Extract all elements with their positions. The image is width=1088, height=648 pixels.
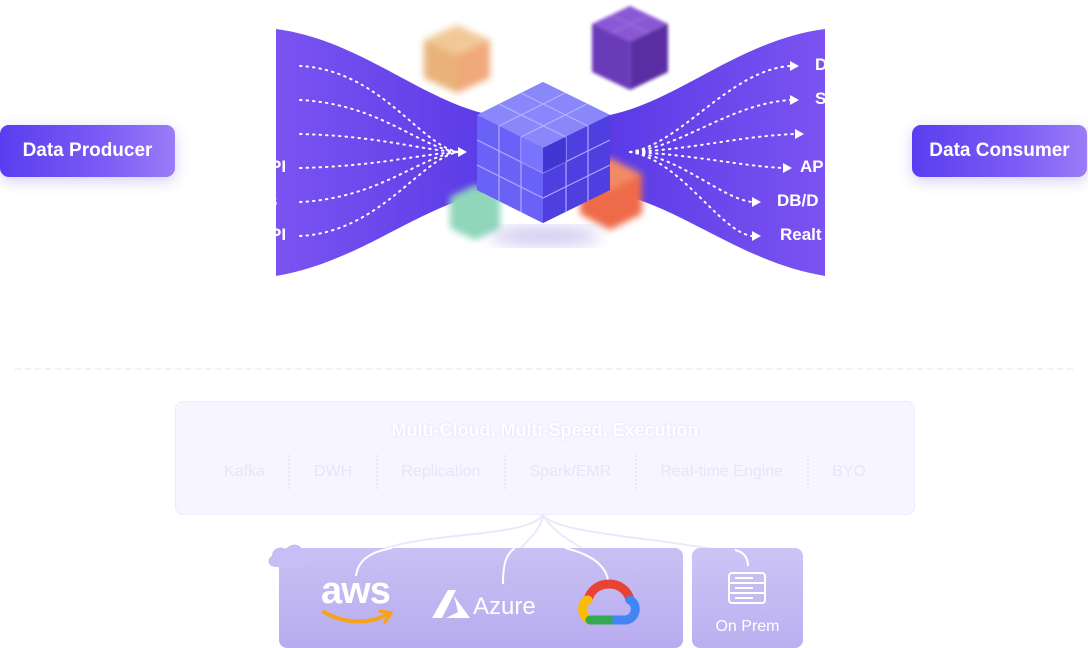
engine-separator [806,455,809,489]
left-input-label: PI [270,157,285,176]
engine-item[interactable]: DWH [313,463,353,480]
engine-item[interactable]: Real-time Engine [660,463,784,480]
aws-logo-text: aws [321,570,391,612]
right-output-clip-4: AP [799,157,826,181]
engine-list: Kafka DWH Replication Spark/EMR Real-tim… [206,454,884,490]
aws-smile-icon [322,609,393,624]
data-producer-button[interactable]: Data Producer [0,125,175,177]
funnel-right-wing [610,29,825,276]
left-input-label: PI [270,225,285,244]
section-divider [15,368,1073,370]
right-output-clip-1: D [812,55,826,79]
engine-separator [375,455,378,489]
on-prem-label: On Prem [715,618,780,635]
google-cloud-icon [578,579,640,625]
cube-orange-blurred [424,25,490,93]
data-flow-funnel [276,6,825,276]
right-output-label: Realt [780,225,822,244]
engine-item[interactable]: Replication [401,463,481,480]
infra-connector-ends [355,547,749,585]
engine-item[interactable]: Kafka [224,463,265,480]
right-output-clip-6: Realt [779,225,826,249]
left-input-label: s [268,191,278,210]
engine-separator [503,455,506,489]
azure-logo-icon [432,590,470,618]
execution-panel: Multi-Cloud, Multi-Speed, Execution Kafk… [175,401,915,515]
data-consumer-label: Data Consumer [929,140,1070,161]
right-arrowheads [752,61,804,241]
main-cube [476,82,611,223]
engine-separator [288,455,291,489]
cloud-icon [268,544,313,567]
server-icon [728,572,766,604]
right-output-label: AP [800,157,824,176]
left-arrowhead [458,147,467,157]
left-input-clip-3: PI [255,225,285,249]
cloud-providers-box [279,548,683,648]
right-output-clip-2: S [812,89,826,113]
data-producer-label: Data Producer [22,140,153,161]
right-output-label: D [815,55,826,74]
left-flow-lines [299,65,459,237]
azure-logo-text: Azure [473,593,536,620]
data-consumer-button[interactable]: Data Consumer [912,125,1087,177]
engine-item[interactable]: BYO [832,463,866,480]
right-output-clip-5: DB/D [776,191,826,215]
main-cube-shadow [490,226,600,246]
funnel-left-wing [276,29,490,276]
left-input-clip-1: PI [255,157,285,181]
execution-title: Multi-Cloud, Multi-Speed, Execution [391,420,699,440]
right-output-label: DB/D [777,191,819,210]
right-output-clip-3 [812,123,826,147]
right-flow-lines [629,65,796,237]
cube-purple-blurred [592,6,668,90]
right-output-label: S [815,89,826,108]
engine-separator [634,455,637,489]
engine-item[interactable]: Spark/EMR [529,463,612,480]
left-input-clip-2: s [255,191,285,215]
cube-green-blurred [450,185,500,240]
